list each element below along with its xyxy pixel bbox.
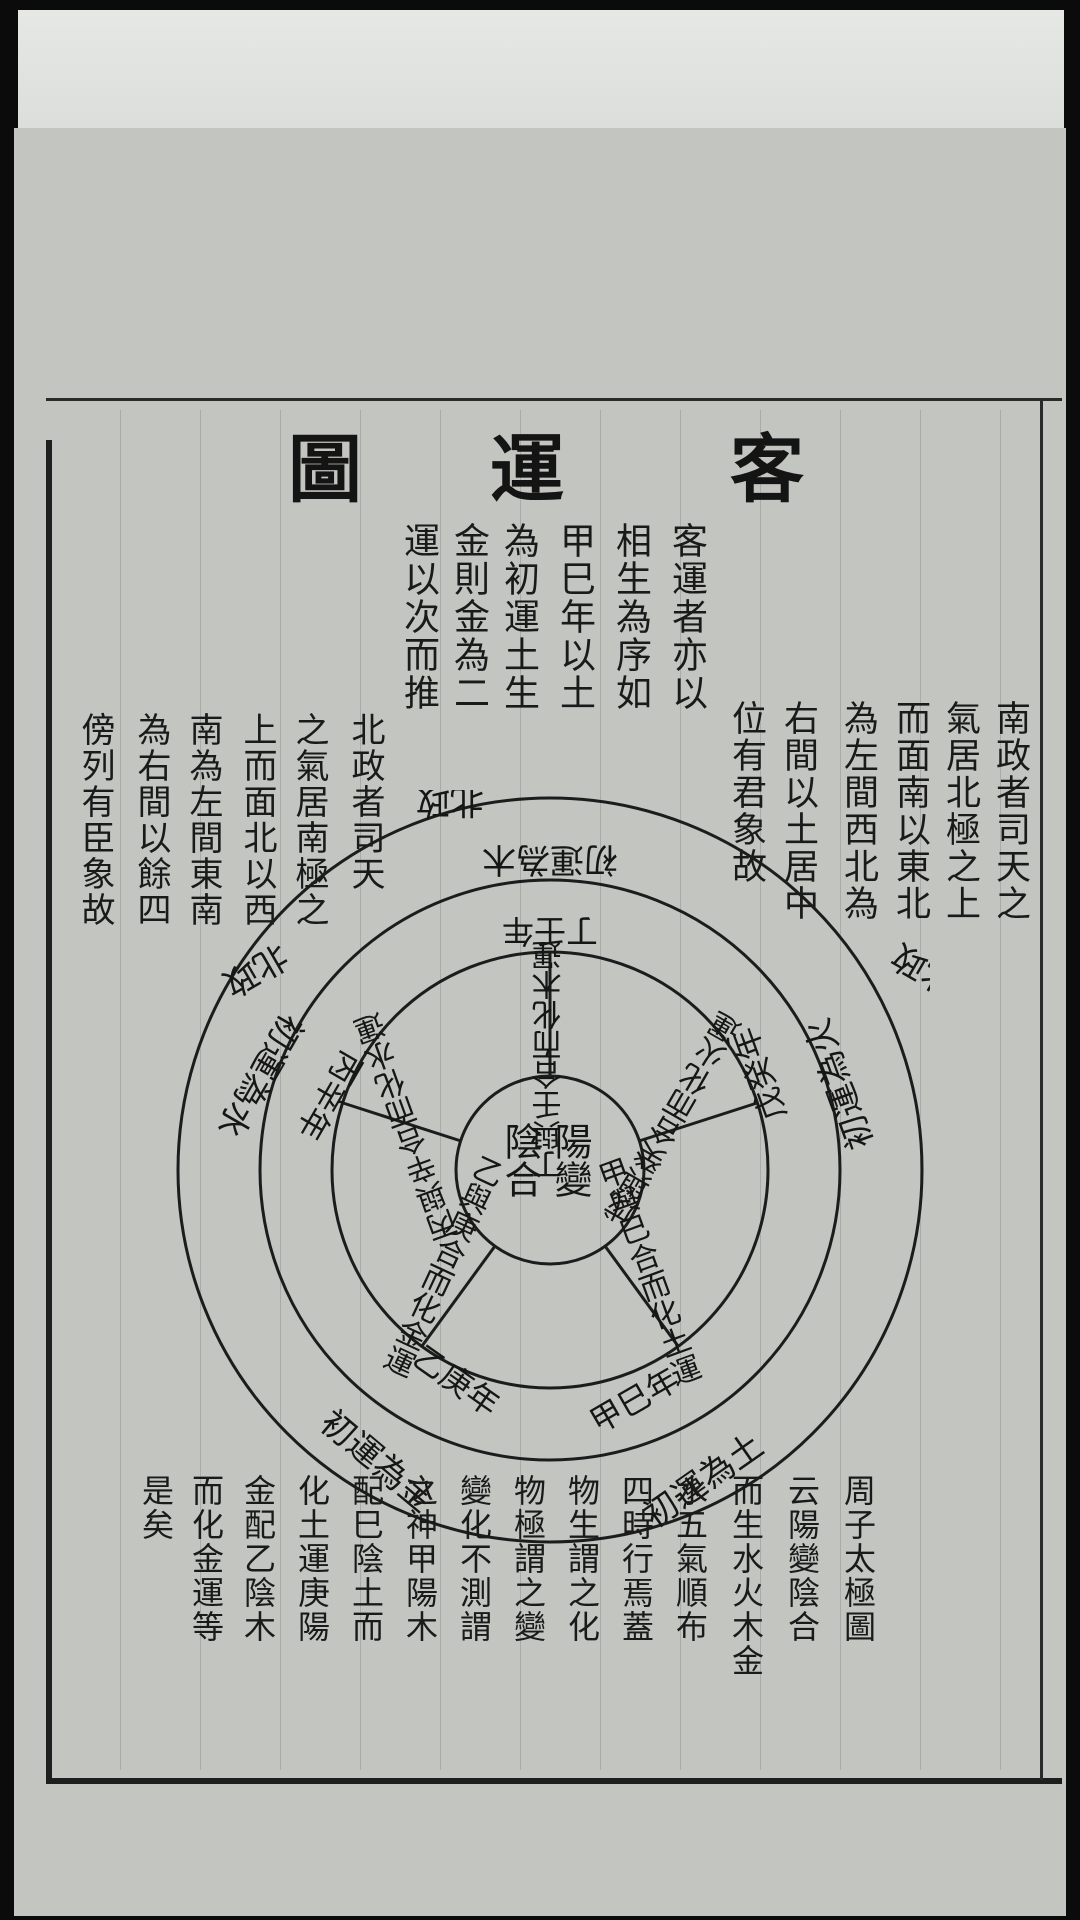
bottom-note-column: 而化金運等 xyxy=(187,1474,225,1644)
upper-note-column: 為初運土生 xyxy=(498,522,539,712)
diagram-north-label: 北政 xyxy=(216,935,295,1004)
show-through-rule xyxy=(920,410,981,1770)
diagram-spoke xyxy=(638,1101,758,1143)
right-note-column: 右間以土居中 xyxy=(778,700,818,922)
right-note-column: 為左間西北為 xyxy=(838,700,878,922)
top-paper-strip xyxy=(18,10,1064,128)
diagram-run-text: 初運為火 xyxy=(798,1013,882,1154)
show-through-rule xyxy=(1000,410,1061,1770)
frame-bottom-rule xyxy=(46,1778,1062,1784)
bottom-note-column: 是矣 xyxy=(137,1474,175,1542)
upper-note-column: 運以次而推 xyxy=(398,522,439,712)
diagram-ring-run xyxy=(258,878,842,1462)
diagram-spoke xyxy=(420,1245,497,1347)
left-note-column: 南為左間東南 xyxy=(183,712,223,928)
show-through-rule xyxy=(120,410,181,1770)
upper-note-column: 甲巳年以土 xyxy=(554,522,595,712)
diagram-sector-text: 丙與辛合而化水運 xyxy=(351,1007,466,1244)
frame-top-rule xyxy=(46,398,1062,401)
show-through-rule xyxy=(760,410,821,1770)
bottom-note-column: 金配乙陰木 xyxy=(239,1474,277,1644)
left-note-column: 北政者司天 xyxy=(345,712,385,892)
bottom-note-column: 云陽變陰合 xyxy=(783,1474,821,1644)
diagram-center-text: 陽變 xyxy=(548,1122,592,1198)
frame-right-rule xyxy=(1040,400,1043,1780)
bottom-note-column: 物生謂之化 xyxy=(563,1474,601,1644)
bottom-note-column: 水五氣順布 xyxy=(671,1474,709,1644)
show-through-rule xyxy=(440,410,501,1770)
bottom-note-column: 物極謂之變 xyxy=(509,1474,547,1644)
bottom-note-column: 變化不測謂 xyxy=(455,1474,493,1644)
diagram-spoke xyxy=(342,1101,462,1143)
bottom-note-column: 周子太極圖 xyxy=(839,1474,877,1644)
show-through-rule xyxy=(840,410,901,1770)
bottom-note-column: 四時行焉蓋 xyxy=(617,1474,655,1644)
diagram-year-text: 丁壬年 xyxy=(502,912,598,950)
upper-note-column: 客運者亦以 xyxy=(666,522,707,712)
show-through-rule xyxy=(520,410,581,1770)
ke-yun-diagram: 陽變 陰合 甲與巳合而化土運 乙與庚合而化金運 丙與辛合而化水運 丁與壬合而化木… xyxy=(176,790,930,1550)
title-char-1: 客 xyxy=(730,427,804,513)
diagram-ring-outer xyxy=(176,796,924,1544)
show-through-rule xyxy=(280,410,341,1770)
diagram-year-text: 丙辛年 xyxy=(289,1044,370,1146)
diagram-sector-text: 丁與壬合而化木運 xyxy=(532,940,568,1180)
left-note-column: 之氣居南極之 xyxy=(289,712,329,928)
diagram-north-label: 北政 xyxy=(885,935,930,1004)
right-note-column: 南政者司天之 xyxy=(990,700,1030,922)
bottom-note-column: 化土運庚陽 xyxy=(293,1474,331,1644)
upper-note-column: 金則金為二 xyxy=(448,522,489,712)
show-through-rule xyxy=(680,410,741,1770)
left-note-column: 上而面北以西 xyxy=(237,712,277,928)
upper-note-column: 相生為序如 xyxy=(610,522,651,712)
bottom-note-column: 之神甲陽木 xyxy=(401,1474,439,1644)
title-char-2: 運 xyxy=(490,427,564,513)
diagram-run-text: 初運為木 xyxy=(482,839,618,879)
diagram-spoke xyxy=(603,1245,680,1347)
right-note-column: 而面南以東北 xyxy=(890,700,930,922)
bottom-note-column: 配巳陰土而 xyxy=(347,1474,385,1644)
title-char-3: 圖 xyxy=(288,427,362,513)
diagram-center-text: 陰合 xyxy=(498,1122,542,1198)
left-note-column: 為右間以餘四 xyxy=(131,712,171,928)
show-through-rule xyxy=(360,410,421,1770)
show-through-rule xyxy=(200,410,261,1770)
frame-left-rule xyxy=(46,440,52,1784)
right-note-column: 氣居北極之上 xyxy=(940,700,980,922)
bottom-note-column: 而生水火木金 xyxy=(727,1474,765,1678)
diagram-north-label: 北政 xyxy=(416,790,484,821)
left-note-column: 傍列有臣象故 xyxy=(75,712,115,928)
